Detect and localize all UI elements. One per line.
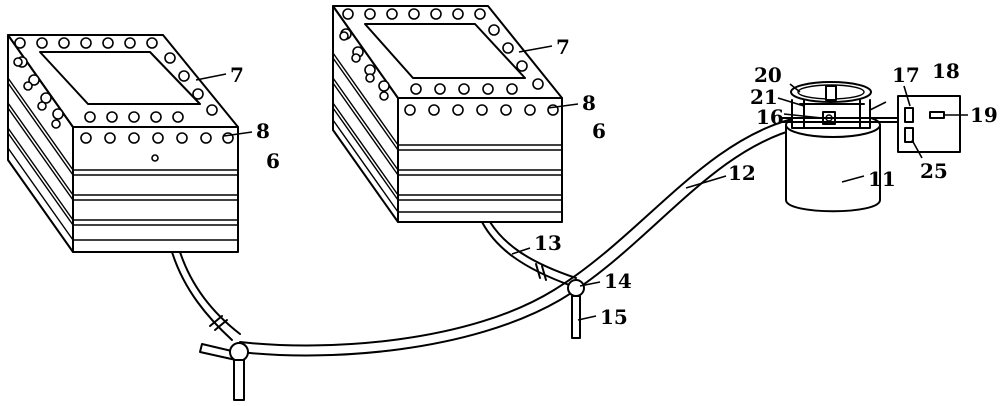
label-19: 19 bbox=[970, 103, 998, 127]
leader-lines bbox=[195, 45, 968, 321]
main-pipe bbox=[199, 117, 801, 401]
label-7-middle: 7 bbox=[556, 35, 570, 59]
label-15: 15 bbox=[600, 305, 628, 329]
part-labels: 7 8 6 7 8 6 13 14 15 12 11 20 21 16 17 1… bbox=[230, 35, 998, 329]
label-6-left: 6 bbox=[266, 149, 280, 173]
label-16: 16 bbox=[756, 105, 784, 129]
label-6-middle: 6 bbox=[592, 119, 606, 143]
label-25: 25 bbox=[920, 159, 948, 183]
middle-planting-box bbox=[332, 5, 577, 287]
label-7-left: 7 bbox=[230, 63, 244, 87]
label-18: 18 bbox=[932, 59, 960, 83]
label-8-left: 8 bbox=[256, 119, 270, 143]
label-8-middle: 8 bbox=[582, 91, 596, 115]
water-tank-assembly bbox=[779, 81, 961, 213]
label-20: 20 bbox=[754, 63, 782, 87]
label-14: 14 bbox=[604, 269, 632, 293]
label-21: 21 bbox=[750, 85, 778, 109]
left-planting-box bbox=[7, 34, 241, 341]
label-11: 11 bbox=[868, 167, 896, 191]
label-17: 17 bbox=[892, 63, 920, 87]
label-12: 12 bbox=[728, 161, 756, 185]
label-13: 13 bbox=[534, 231, 562, 255]
